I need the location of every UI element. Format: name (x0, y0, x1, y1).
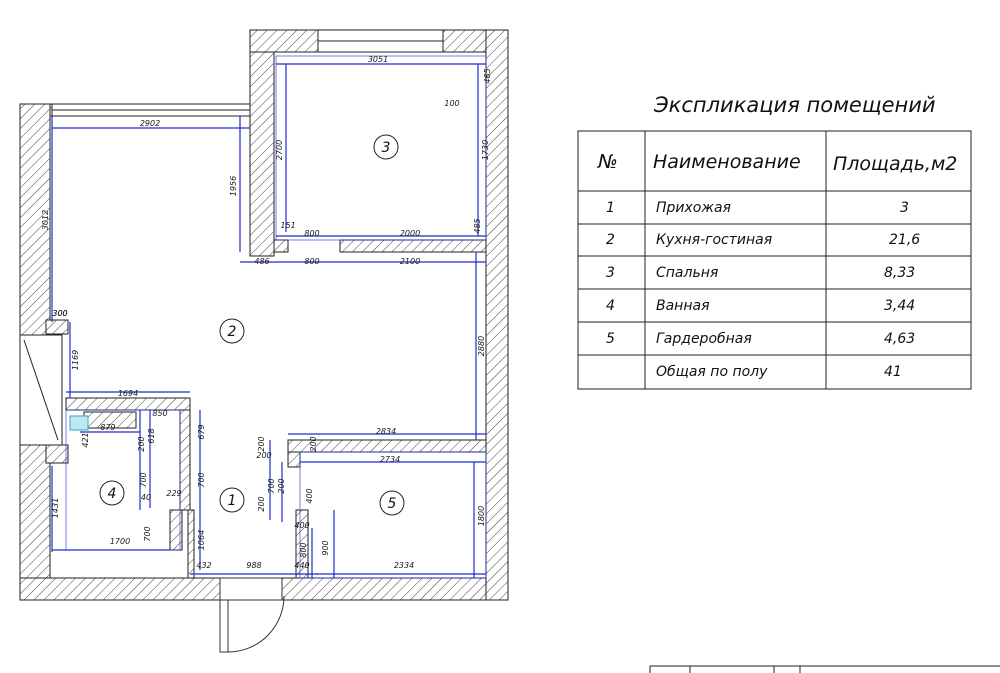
dimension-label: 2000 (400, 229, 420, 238)
table-title: Экспликация помещений (653, 93, 936, 117)
dimension-label: 440 (294, 561, 309, 570)
dimension-label: 400 (305, 488, 314, 503)
row-name: Общая по полу (656, 364, 768, 380)
row-area: 41 (884, 364, 902, 380)
dimension-label: 3012 (41, 210, 50, 230)
dimension-label: 2880 (477, 336, 486, 356)
dimension-label: 800 (304, 257, 319, 266)
row-name: Гардеробная (656, 331, 752, 347)
dimension-label: 300 (52, 309, 67, 318)
dimension-label: 1169 (71, 350, 80, 370)
dimension-label: 229 (166, 489, 181, 498)
interior-walls (65, 239, 487, 579)
dimension-label: 988 (246, 561, 261, 570)
title-block-fragment (649, 665, 1000, 673)
dimension-label: 700 (267, 478, 276, 493)
windows (19, 29, 444, 446)
room-number: 2 (228, 324, 237, 340)
row-name: Спальня (656, 265, 718, 281)
row-number: 3 (606, 265, 615, 281)
row-number: 2 (606, 232, 615, 248)
dimension-label: 200 (309, 436, 318, 451)
dimension-label: 2734 (380, 455, 400, 464)
dimension-label: 850 (152, 409, 167, 418)
dimension-label: 879 (100, 423, 115, 432)
dimension-label: 700 (143, 526, 152, 541)
dimension-label: 400 (294, 521, 309, 530)
dimension-label: 1800 (477, 506, 486, 526)
header-area: Площадь,м2 (833, 153, 957, 175)
room-marker-5: 5 (379, 490, 405, 516)
entry-door (219, 577, 285, 653)
header-name: Наименование (653, 151, 801, 173)
dimension-label: 679 (197, 424, 206, 439)
row-area: 3 (900, 200, 909, 216)
dimension-label: 1730 (481, 140, 490, 160)
dimension-label: 200 (257, 436, 266, 451)
dimension-label: 485 (473, 218, 482, 233)
dimension-label: 151 (280, 221, 295, 230)
room-number: 4 (108, 486, 117, 502)
dimension-label: 3051 (368, 55, 388, 64)
row-area: 3,44 (884, 298, 915, 314)
dimension-label: 486 (254, 257, 269, 266)
dimension-label: 300 (52, 309, 67, 318)
room-marker-3: 3 (373, 134, 399, 160)
dimension-label: 618 (147, 428, 156, 443)
row-area: 21,6 (889, 232, 920, 248)
dimension-label: 200 (277, 478, 286, 493)
dimension-label: 432 (196, 561, 211, 570)
dimension-label: 2100 (400, 257, 420, 266)
dimension-label: 421 (81, 432, 90, 447)
room-number: 5 (388, 496, 397, 512)
room-number: 1 (228, 493, 237, 509)
dimension-label: 40 (141, 493, 151, 502)
room-marker-1: 1 (219, 487, 245, 513)
room-marker-2: 2 (219, 318, 245, 344)
dimension-label: 1694 (118, 389, 138, 398)
room-number: 3 (382, 140, 391, 156)
dimension-label: 2334 (394, 561, 414, 570)
row-number: 1 (606, 200, 615, 216)
row-area: 8,33 (884, 265, 915, 281)
dimension-label: 1431 (51, 498, 60, 518)
dimension-label: 2834 (376, 427, 396, 436)
row-number: 5 (606, 331, 615, 347)
dimension-label: 200 (257, 496, 266, 511)
dimension-label: 100 (444, 99, 459, 108)
dimension-label: 1064 (197, 530, 206, 550)
dimension-label: 1956 (229, 176, 238, 196)
dimension-label: 2700 (275, 140, 284, 160)
dimension-lines (51, 63, 486, 578)
dimension-label: 2902 (140, 119, 160, 128)
dimension-label: 485 (483, 68, 492, 83)
dimension-label: 800 (299, 542, 308, 557)
row-name: Ванная (656, 298, 710, 314)
header-number: № (597, 151, 618, 173)
dimension-label: 700 (197, 472, 206, 487)
explication-table: Экспликация помещений № Наименование Пло… (577, 93, 972, 390)
row-name: Кухня-гостиная (656, 232, 772, 248)
dimension-label: 900 (321, 540, 330, 555)
row-area: 4,63 (884, 331, 915, 347)
dimension-label: 800 (304, 229, 319, 238)
dimension-label: 700 (139, 472, 148, 487)
row-name: Прихожая (656, 200, 731, 216)
dimension-label: 200 (256, 451, 271, 460)
row-number: 4 (606, 298, 615, 314)
dimension-label: 200 (137, 436, 146, 451)
room-number-markers: 1 2 3 4 5 (99, 134, 405, 516)
room-marker-4: 4 (99, 480, 125, 506)
dimension-label: 1700 (110, 537, 130, 546)
